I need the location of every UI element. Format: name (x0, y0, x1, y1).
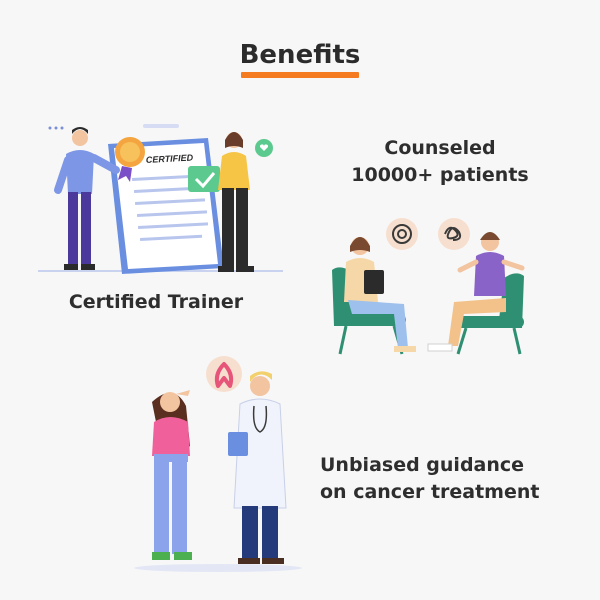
thought-bubble-icon (386, 218, 418, 250)
certified-trainer-illustration: CERTIFIED (38, 124, 283, 274)
checkmark-icon (188, 166, 220, 192)
counselor-figure (344, 237, 416, 352)
dots-decoration (48, 126, 64, 130)
certified-stamp-text: CERTIFIED (146, 153, 194, 165)
tangled-thought-bubble-icon (438, 218, 470, 250)
benefit-caption-counseled: Counseled 10000+ patients (340, 135, 540, 189)
floor-shadow (134, 564, 302, 572)
heart-icon (255, 139, 273, 157)
page-title: Benefits (239, 40, 361, 70)
doctor-consultation-illustration (134, 356, 302, 572)
caption-line: Certified Trainer (68, 291, 244, 313)
patient-figure (427, 232, 525, 352)
benefit-caption-unbiased: Unbiased guidance on cancer treatment (320, 452, 550, 506)
ribbon-speech-bubble-icon (206, 356, 242, 392)
caption-line: Unbiased guidance (320, 454, 525, 476)
patient-woman-figure (152, 390, 192, 560)
award-rosette-icon (115, 137, 145, 182)
caption-line: on cancer treatment (320, 481, 540, 503)
caption-line: 10000+ patients (351, 164, 529, 186)
woman-figure (218, 132, 254, 272)
title-underline (241, 72, 359, 78)
caption-line: Counseled (384, 137, 496, 159)
doctor-figure (228, 371, 287, 564)
bar-decoration (143, 124, 179, 128)
counseling-illustration (332, 218, 525, 355)
man-figure (54, 127, 120, 270)
benefit-caption-certified: Certified Trainer (40, 289, 272, 316)
